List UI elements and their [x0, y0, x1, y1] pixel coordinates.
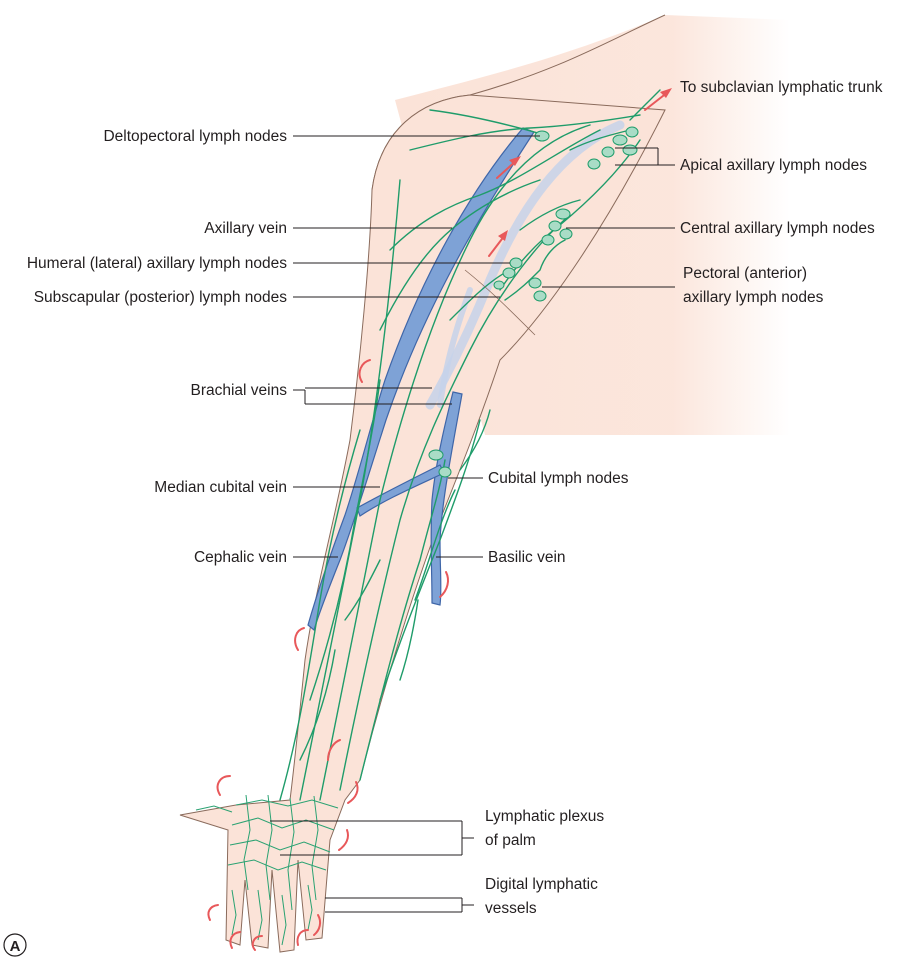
label-apical: Apical axillary lymph nodes: [680, 157, 867, 174]
panel-letter: A: [10, 938, 21, 955]
label-digital-line2: vessels: [485, 900, 537, 917]
label-humeral: Humeral (lateral) axillary lymph nodes: [27, 255, 287, 272]
label-cephalic: Cephalic vein: [194, 549, 287, 566]
label-cubital-nodes: Cubital lymph nodes: [488, 470, 629, 487]
label-digital-line1: Digital lymphatic: [485, 876, 598, 893]
label-axillary-vein: Axillary vein: [204, 220, 287, 237]
label-palm-line1: Lymphatic plexus: [485, 808, 604, 825]
label-deltopectoral: Deltopectoral lymph nodes: [103, 128, 287, 145]
label-pectoral-line2: axillary lymph nodes: [683, 289, 824, 306]
label-basilic: Basilic vein: [488, 549, 566, 566]
label-brachial-veins: Brachial veins: [191, 382, 288, 399]
label-palm-line2: of palm: [485, 832, 536, 849]
label-subclavian-trunk: To subclavian lymphatic trunk: [680, 79, 883, 96]
label-median-cubital: Median cubital vein: [154, 479, 287, 496]
label-central: Central axillary lymph nodes: [680, 220, 875, 237]
label-subscapular: Subscapular (posterior) lymph nodes: [34, 289, 288, 306]
label-pectoral-line1: Pectoral (anterior): [683, 265, 807, 282]
panel-letter-badge: A: [4, 934, 26, 956]
